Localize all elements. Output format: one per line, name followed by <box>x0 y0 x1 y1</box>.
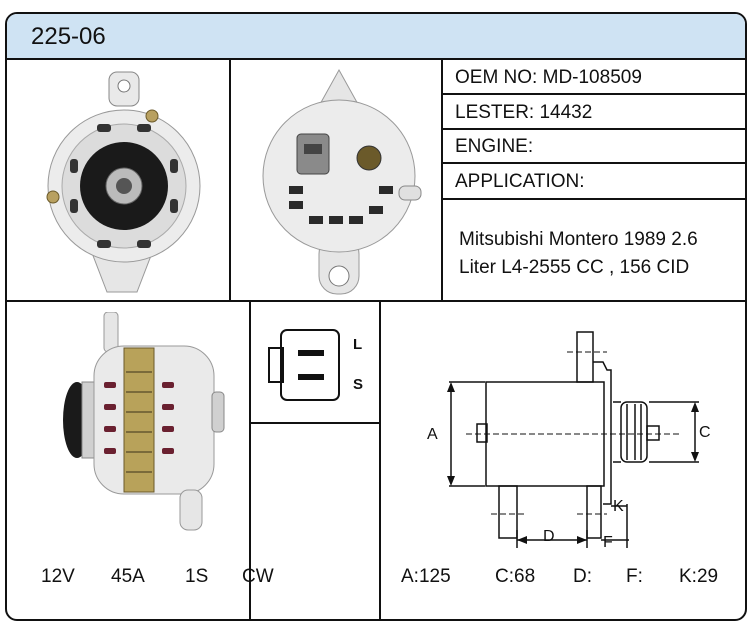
divider-info-3 <box>443 162 745 164</box>
plug-pin-s: S <box>353 376 364 393</box>
dimension-k: K:29 <box>679 566 719 587</box>
divider-h-middle <box>7 300 745 302</box>
alternator-rear-photo <box>262 68 422 295</box>
connector-plug-diagram <box>268 329 340 401</box>
spec-amperage: 45A <box>111 566 145 587</box>
diagram-label-a: A <box>427 426 438 443</box>
diagram-label-k: K <box>613 498 624 515</box>
diagram-label-c: C <box>699 424 711 441</box>
alternator-side-photo <box>63 312 225 531</box>
application-text: Mitsubishi Montero 1989 2.6 Liter L4-255… <box>459 229 698 278</box>
divider-v-info <box>441 58 443 302</box>
application-label: APPLICATION: <box>455 171 585 192</box>
dimension-d: D: <box>573 566 592 587</box>
oem-number: OEM NO: MD-108509 <box>455 67 642 88</box>
divider-info-2 <box>443 128 745 130</box>
product-sheet: 225-06 OEM NO: MD-108509 LESTER: 14432 E… <box>5 12 747 621</box>
spec-voltage: 12V <box>41 566 75 587</box>
dimension-f: F: <box>626 566 643 587</box>
dimension-a: A:125 <box>401 566 451 587</box>
divider-v-photos <box>229 58 231 302</box>
engine-label: ENGINE: <box>455 136 534 157</box>
plug-pin-l: L <box>353 336 363 353</box>
divider-v-bottom-left <box>249 302 251 619</box>
diagram-label-d: D <box>543 528 555 545</box>
divider-info-4 <box>443 198 745 200</box>
spec-rotation: CW <box>242 566 274 587</box>
divider-v-bottom-right <box>379 302 381 619</box>
dimension-c: C:68 <box>495 566 536 587</box>
spec-plug: 1S <box>185 566 209 587</box>
part-number: 225-06 <box>31 23 106 50</box>
alternator-front-photo <box>46 71 201 293</box>
divider-plug-box <box>251 422 379 424</box>
dimension-drawing <box>447 331 699 548</box>
divider-info-1 <box>443 93 745 95</box>
lester-number: LESTER: 14432 <box>455 102 593 123</box>
header-bar: 225-06 <box>7 14 745 60</box>
diagram-label-f: F <box>603 534 613 551</box>
